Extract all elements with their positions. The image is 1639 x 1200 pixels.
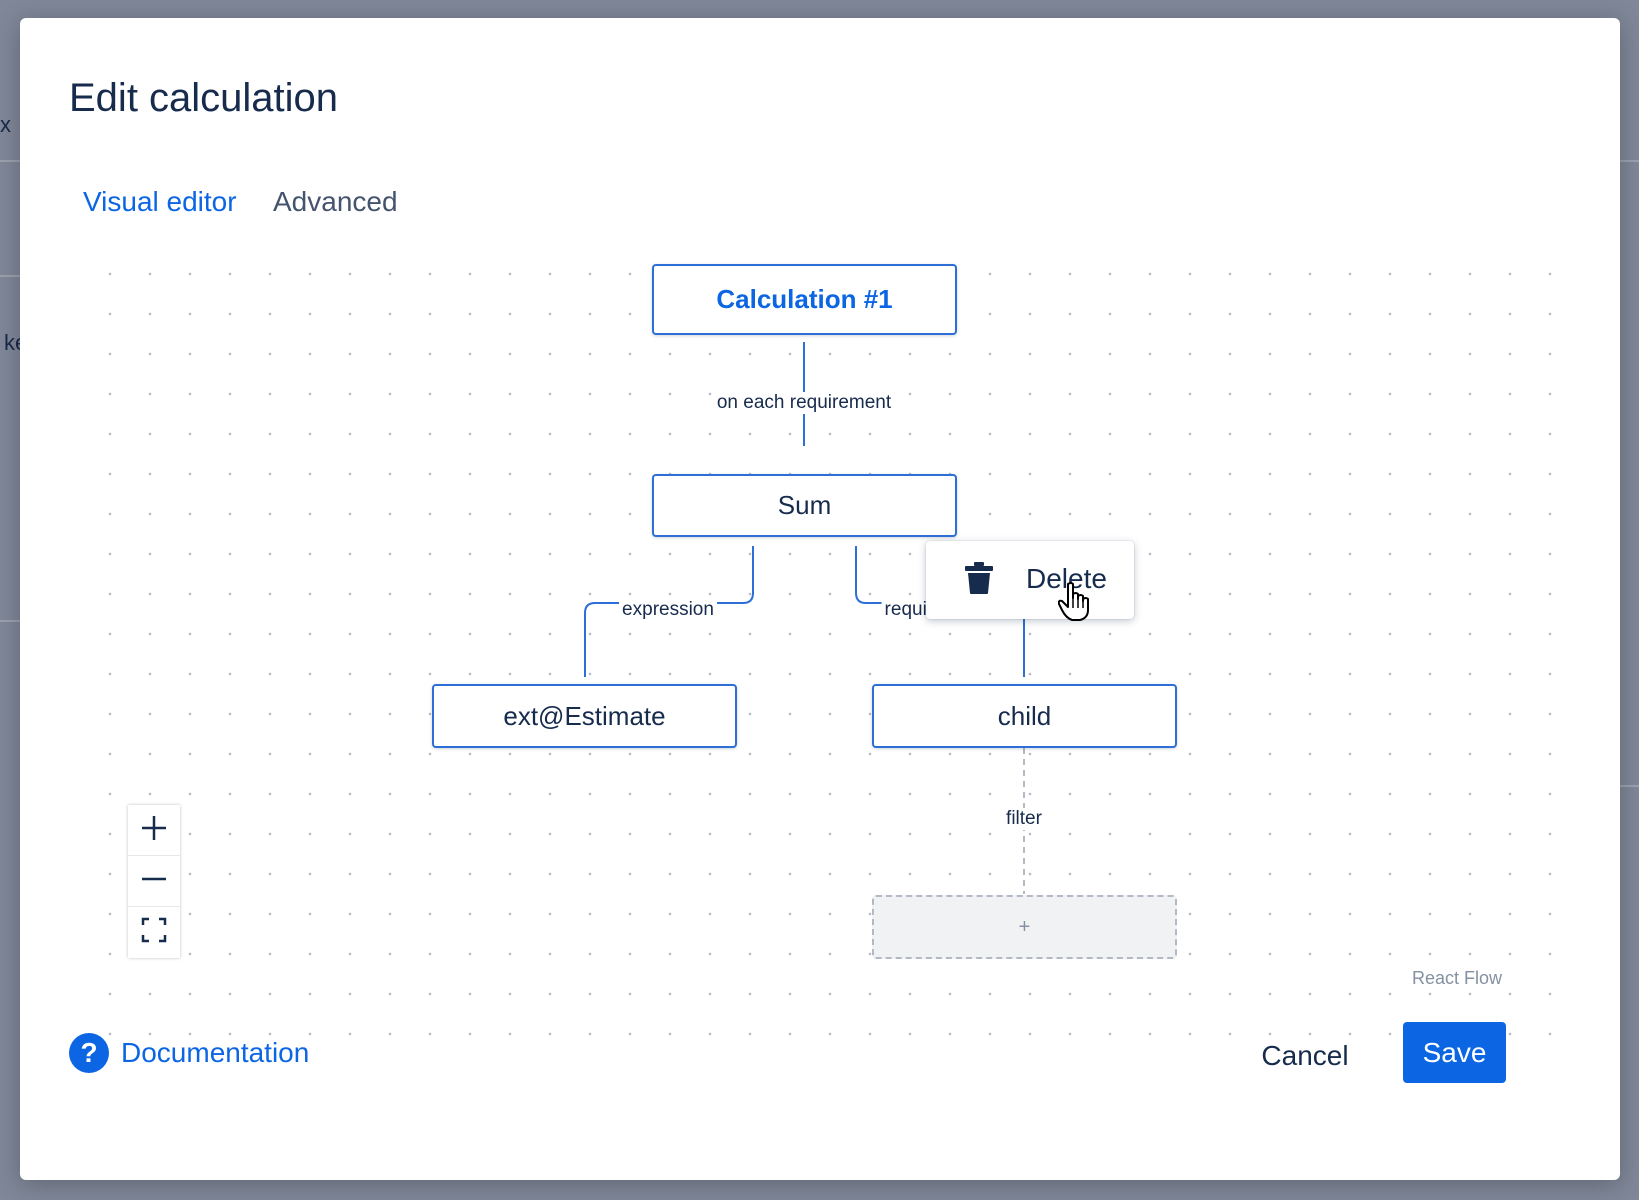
fit-view-button[interactable] (128, 907, 180, 958)
background-divider (0, 160, 30, 162)
tab-advanced[interactable]: Advanced (273, 186, 398, 217)
node-calculation[interactable]: Calculation #1 (652, 264, 957, 335)
zoom-in-button[interactable] (128, 805, 180, 856)
dialog-title: Edit calculation (69, 76, 339, 120)
background-text-fragment: x (0, 112, 11, 137)
flow-canvas[interactable]: on each requirement expression requireme… (83, 240, 1557, 1040)
documentation-link[interactable]: ? Documentation (69, 1033, 309, 1073)
help-icon: ? (69, 1033, 109, 1073)
zoom-out-button[interactable] (128, 856, 180, 907)
documentation-label: Documentation (121, 1037, 310, 1068)
cancel-button[interactable]: Cancel (1261, 1040, 1349, 1071)
background-divider (1619, 160, 1639, 162)
tab-bar: Visual editor Advanced (83, 168, 1557, 248)
node-sum[interactable]: Sum (652, 474, 957, 537)
trash-icon (964, 562, 994, 599)
save-button[interactable]: Save (1403, 1022, 1506, 1083)
plus-icon (141, 815, 167, 846)
edge-label-on-each-requirement: on each requirement (713, 392, 895, 414)
hand-cursor-icon (1057, 582, 1092, 627)
background-divider (0, 620, 30, 622)
flow-controls (128, 805, 180, 958)
minus-icon (141, 866, 167, 897)
edit-calculation-dialog: Edit calculation Visual editor Advanced … (20, 18, 1620, 1180)
flow-edges (584, 342, 1025, 894)
edge-label-filter: filter (1003, 808, 1045, 830)
background-divider (0, 275, 30, 277)
react-flow-attribution[interactable]: React Flow (1411, 968, 1502, 988)
node-child[interactable]: child (872, 684, 1177, 748)
background-divider (1619, 785, 1639, 787)
tab-visual-editor[interactable]: Visual editor (83, 186, 237, 248)
delete-label: Delete (1026, 563, 1107, 594)
fit-view-icon (141, 917, 167, 948)
add-node-button[interactable]: + (872, 895, 1177, 959)
context-menu-delete[interactable]: Delete (926, 541, 1134, 619)
node-ext-estimate[interactable]: ext@Estimate (432, 684, 737, 748)
edge-label-expression: expression (619, 599, 717, 621)
